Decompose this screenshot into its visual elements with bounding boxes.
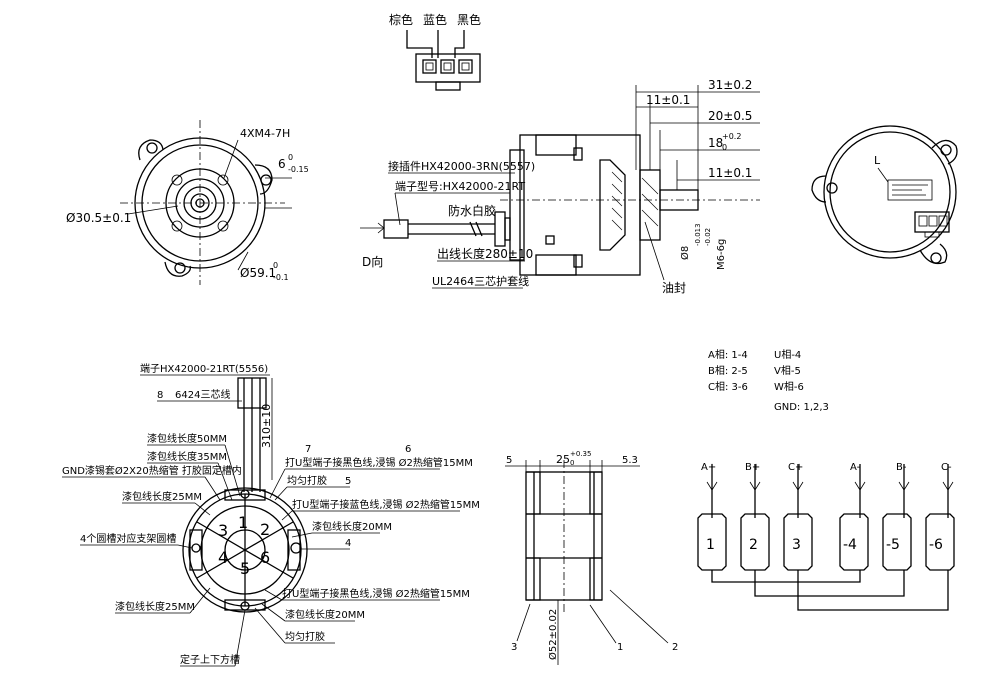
stator-terminal-top: 端子HX42000-21RT(5556) (140, 362, 268, 375)
winding-coil-4: -4 (843, 537, 857, 553)
winding-coil-5: -5 (886, 537, 900, 553)
motor-rear-view: L (811, 125, 958, 265)
stator-label-black-wire: 打U型端子接黑色线,浸锡 Ø2热缩管15MM (285, 456, 473, 469)
winding-coil-1: 1 (706, 537, 715, 553)
side-dim-31: 31±0.2 (708, 78, 752, 92)
winding-coil-2: 2 (749, 537, 758, 553)
section-item-1: 1 (617, 642, 623, 653)
winding-terminal-c-minus: C- (941, 462, 952, 473)
stator-coil-4: 4 (218, 548, 228, 567)
side-dim-11-right: 11±0.1 (708, 166, 752, 180)
phase-table: A相: 1-4 B相: 2-5 C相: 3-6 U相-4 V相-5 W相-6 G… (708, 348, 829, 413)
motor-front-view: 4XM4-7H Ø30.5±0.1 Ø59.1 0 -0.1 6 0 -0.15 (66, 120, 309, 285)
stator-gnd-label: GND漆锡套Ø2X20热缩管 打胶固定槽内 (62, 464, 242, 477)
rear-label-l: L (874, 154, 881, 167)
side-direction-d: D向 (362, 254, 383, 269)
stator-coil-2: 2 (260, 520, 270, 539)
winding-terminal-a-plus: A+ (701, 462, 716, 473)
winding-coil-3: 3 (792, 537, 801, 553)
front-height-6-lower: -0.15 (288, 165, 309, 174)
front-height-6: 6 (278, 157, 286, 171)
winding-terminal-c-plus: C+ (788, 462, 803, 473)
section-dim-5: 5 (506, 455, 512, 466)
side-shaft-tol-upper: -0.013 (694, 223, 702, 246)
stator-cable-label: 6424三芯线 (175, 388, 230, 401)
stator-coil-5: 5 (240, 559, 250, 578)
stator-four-slots: 4个圆槽对应支架圆槽 (80, 532, 176, 545)
section-item-2: 2 (672, 642, 678, 653)
section-dim-25-lower: 0 (570, 459, 574, 467)
side-shaft-diameter: Ø8 (679, 246, 691, 260)
stator-label-brown-wire: 打U型端子接黑色线,浸锡 Ø2热缩管15MM (282, 587, 470, 600)
side-lead-length: 出线长度280±10 (437, 246, 533, 261)
stator-wrap-50: 漆包线长度50MM (147, 432, 227, 445)
phase-b: B相: 2-5 (708, 364, 748, 377)
stator-even-glue-bottom: 均匀打胶 (285, 630, 325, 643)
phase-w: W相-6 (774, 380, 804, 393)
stator-wrap-25-bottom: 漆包线长度25MM (115, 600, 195, 613)
front-height-6-upper: 0 (288, 153, 293, 162)
connector-top-view: 棕色 蓝色 黑色 (389, 12, 481, 91)
stator-wrap-35: 漆包线长度35MM (147, 450, 227, 463)
side-waterproof-label: 防水白胶 (448, 203, 496, 218)
side-dim-18: 18 (708, 136, 723, 150)
front-diameter-30-5: Ø30.5±0.1 (66, 211, 131, 225)
connector-color-brown: 棕色 (389, 12, 413, 27)
stator-even-glue-top: 均匀打胶 (287, 474, 327, 487)
connector-color-blue: 蓝色 (423, 13, 447, 27)
section-item-3: 3 (511, 642, 517, 653)
section-dim-25-upper: +0.35 (570, 450, 591, 458)
stator-cable-length: 310±10 (260, 404, 273, 448)
phase-a: A相: 1-4 (708, 348, 748, 361)
front-hole-spec: 4XM4-7H (240, 127, 290, 140)
side-dim-20: 20±0.5 (708, 109, 752, 123)
side-terminal-label: 端子型号:HX42000-21RT (395, 179, 525, 193)
side-dim-11-top: 11±0.1 (646, 93, 690, 107)
side-dim-18-lower: 0 (722, 143, 727, 152)
stator-coil-3: 3 (218, 521, 228, 540)
side-sheath-label: UL2464三芯护套线 (432, 274, 529, 288)
stator-section-view: 5 25 +0.35 0 5.3 Ø52±0.02 1 2 3 (505, 450, 678, 665)
side-dim-18-upper: +0.2 (722, 132, 741, 141)
winding-terminal-b-minus: B- (896, 462, 907, 473)
winding-diagram: A+ B+ C+ A- B- C- 1 2 3 -4 -5 -6 (697, 462, 955, 611)
stator-wrap-20-top: 漆包线长度20MM (312, 520, 392, 533)
stator-item-6: 6 (405, 444, 411, 455)
section-dim-5-3: 5.3 (622, 455, 638, 466)
phase-v: V相-5 (774, 364, 801, 377)
stator-wrap-20-bottom: 漆包线长度20MM (285, 608, 365, 621)
winding-coil-6: -6 (929, 537, 943, 553)
side-shaft-tol-lower: -0.02 (704, 228, 712, 246)
stator-item-5: 5 (345, 476, 351, 487)
phase-c: C相: 3-6 (708, 380, 748, 393)
side-connector-label: 接插件HX42000-3RN(5557) (388, 159, 535, 173)
phase-u: U相-4 (774, 348, 801, 361)
winding-terminal-a-minus: A- (850, 462, 861, 473)
stator-winding-view: 端子HX42000-21RT(5556) 8 6424三芯线 310±10 1 … (62, 362, 480, 667)
stator-coil-1: 1 (238, 513, 248, 532)
side-thread-spec: M6-6g (716, 239, 727, 270)
section-diameter-52: Ø52±0.02 (547, 609, 559, 660)
stator-item-4: 4 (345, 538, 351, 549)
stator-label-blue-wire: 打U型端子接蓝色线,浸锡 Ø2热缩管15MM (292, 498, 480, 511)
side-oil-seal: 油封 (662, 281, 686, 295)
phase-gnd: GND: 1,2,3 (774, 402, 829, 413)
stator-wrap-25-top: 漆包线长度25MM (122, 490, 202, 503)
stator-item-7: 7 (305, 444, 311, 455)
front-diameter-59-1-upper: 0 (273, 261, 278, 270)
stator-up-down-slots: 定子上下方槽 (180, 653, 240, 666)
winding-terminal-b-plus: B+ (745, 462, 760, 473)
stator-item-8: 8 (157, 390, 163, 401)
motor-side-view: 31±0.2 11±0.1 20±0.5 18 +0.2 0 11±0.1 接插… (360, 78, 760, 295)
stator-coil-6: 6 (260, 548, 270, 567)
front-diameter-59-1: Ø59.1 (240, 266, 276, 280)
front-diameter-59-1-lower: -0.1 (273, 273, 289, 282)
section-dim-25: 25 (556, 453, 570, 466)
connector-color-black: 黑色 (457, 13, 481, 27)
